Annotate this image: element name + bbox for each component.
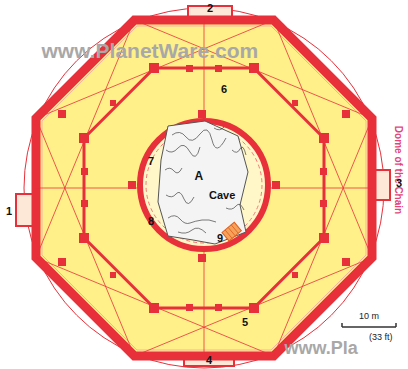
callout-number: 8 xyxy=(148,216,154,227)
scale-bar xyxy=(342,323,396,327)
watermark: www.PlanetWare.com xyxy=(42,40,259,61)
callout-number: 3 xyxy=(396,178,402,189)
callout-number: 4 xyxy=(206,355,212,366)
piers xyxy=(58,63,350,313)
stairs xyxy=(222,222,241,241)
adjacent-building-label: Dome of the Chain xyxy=(393,126,403,214)
scale-text: (33 ft) xyxy=(369,333,393,342)
scale-text: 10 m xyxy=(359,312,379,321)
watermark: www.Pla xyxy=(285,339,358,357)
callout-number: 7 xyxy=(148,156,154,167)
callout-number: 6 xyxy=(221,84,227,95)
arcade xyxy=(84,68,324,308)
callout-number: 5 xyxy=(242,317,248,328)
callout-number: 1 xyxy=(6,206,12,217)
callout-number: 9 xyxy=(217,233,223,244)
callout-number: 2 xyxy=(207,3,213,14)
area-letter: A xyxy=(195,170,204,182)
rock-outline xyxy=(158,121,248,244)
outer-wall xyxy=(36,20,372,356)
outer-circle xyxy=(24,8,384,368)
porches xyxy=(16,6,390,366)
rock-texture xyxy=(165,127,246,233)
area-name: Cave xyxy=(209,190,235,201)
star-lines xyxy=(36,20,372,356)
drum xyxy=(140,121,268,249)
